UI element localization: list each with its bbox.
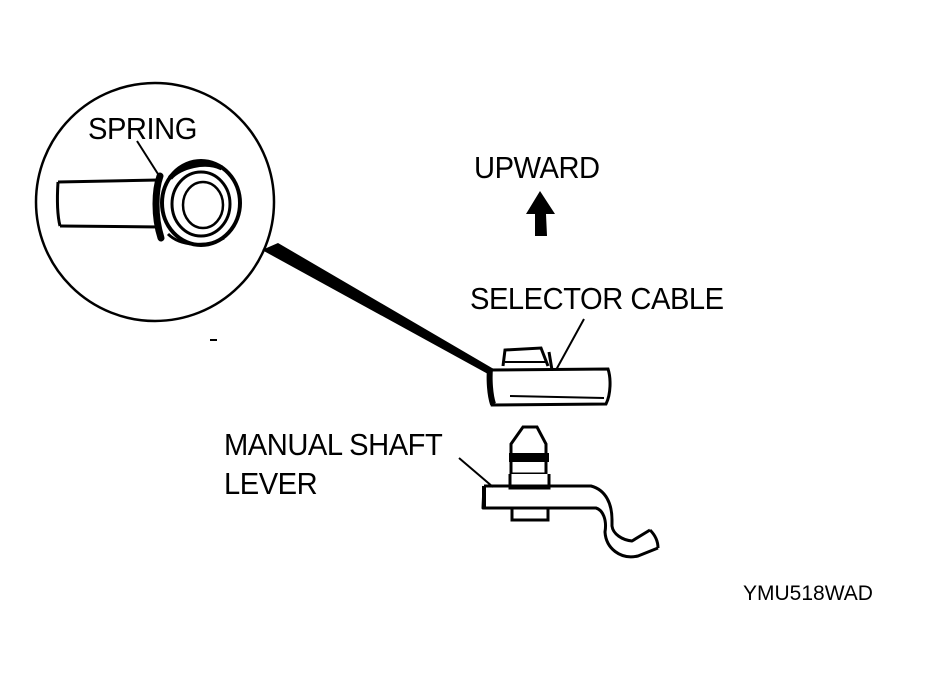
upward-label: UPWARD	[474, 150, 600, 185]
upward-arrow	[526, 191, 555, 236]
selector-cable-leader-line	[555, 318, 585, 371]
manual-shaft-lever	[481, 484, 660, 559]
manual-shaft-leader-line	[458, 457, 494, 488]
detail-cable-shaft	[55, 178, 161, 229]
spring-leader-line	[136, 140, 159, 175]
manual-shaft-lever-label: MANUAL SHAFT LEVER	[224, 425, 443, 503]
selector-cable-label: SELECTOR CABLE	[470, 281, 724, 316]
figure-code: YMU518WAD	[743, 582, 873, 605]
selector-cable-end	[486, 346, 612, 407]
detail-bushing	[160, 159, 242, 247]
manual-shaft-pin	[508, 425, 551, 490]
detail-leader-wedge	[262, 243, 492, 374]
spring-label: SPRING	[88, 111, 197, 146]
manual-shaft-label-line1: MANUAL SHAFT	[224, 427, 443, 462]
detail-spring-clip	[152, 172, 165, 242]
manual-shaft-label-line2: LEVER	[224, 466, 318, 501]
